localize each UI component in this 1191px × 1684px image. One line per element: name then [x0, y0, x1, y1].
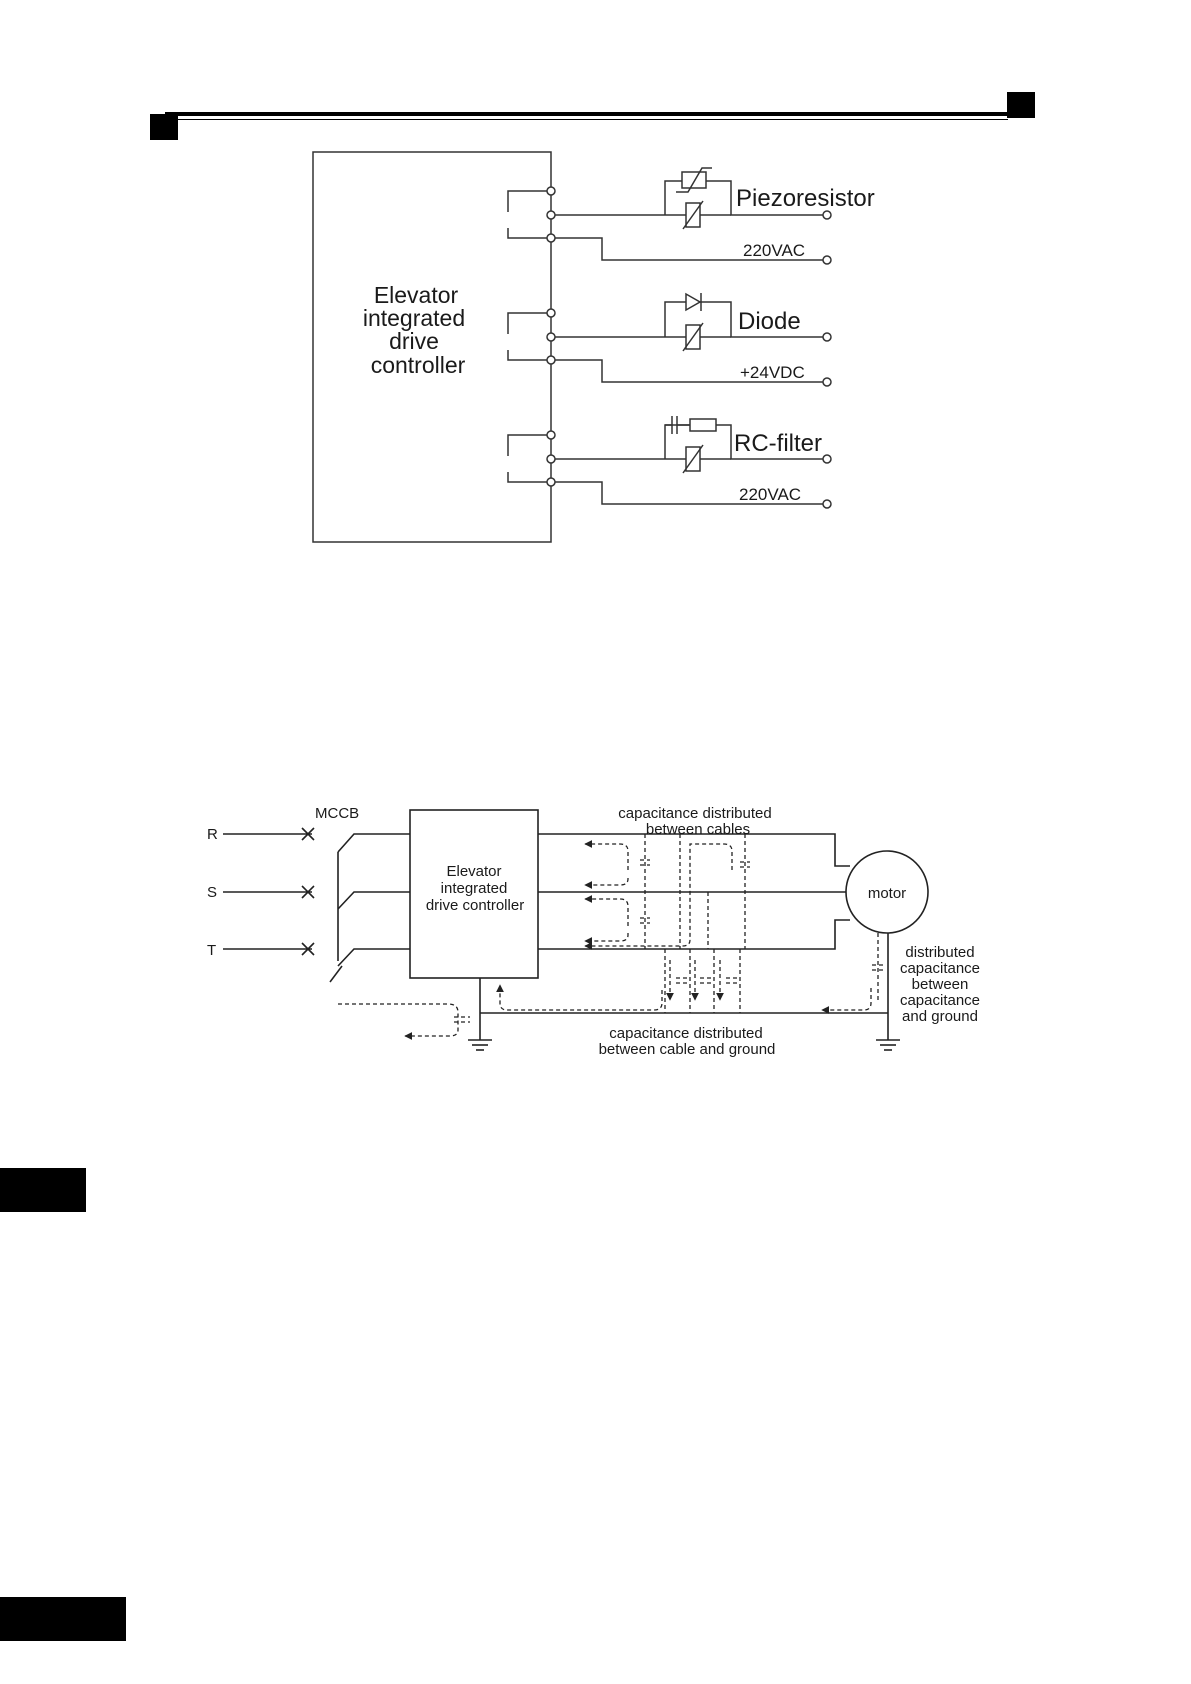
cable-to-ground-capacitance [500, 949, 740, 1013]
motor-to-ground-capacitance [822, 933, 884, 1010]
motor-capacitance-label: distributed [905, 944, 974, 961]
motor-ground-symbol [876, 1040, 900, 1050]
motor-capacitance-label: between [912, 976, 969, 993]
mccb-contacts [302, 828, 410, 982]
supply-side-leakage [338, 1004, 470, 1036]
controller-ground-symbol [468, 1040, 492, 1050]
phase-label-r: R [207, 826, 218, 843]
cable-capacitance-label: capacitance distributed [618, 805, 771, 822]
phase-label-s: S [207, 884, 217, 901]
controller-label-2: Elevator [446, 863, 501, 880]
phase-label-t: T [207, 942, 216, 959]
ground-capacitance-label: between cable and ground [599, 1041, 776, 1058]
motor-capacitance-label: capacitance [900, 960, 980, 977]
motor-capacitance-label: and ground [902, 1008, 978, 1025]
output-cables [538, 834, 850, 949]
motor-label: motor [868, 885, 906, 902]
ground-capacitance-label: capacitance distributed [609, 1025, 762, 1042]
phase-lines [223, 834, 312, 949]
controller-label-2: drive controller [426, 897, 524, 914]
mccb-label: MCCB [315, 805, 359, 822]
motor-capacitance-label: capacitance [900, 992, 980, 1009]
cable-capacitance-label: between cables [646, 821, 750, 838]
controller-label-2: integrated [441, 880, 508, 897]
